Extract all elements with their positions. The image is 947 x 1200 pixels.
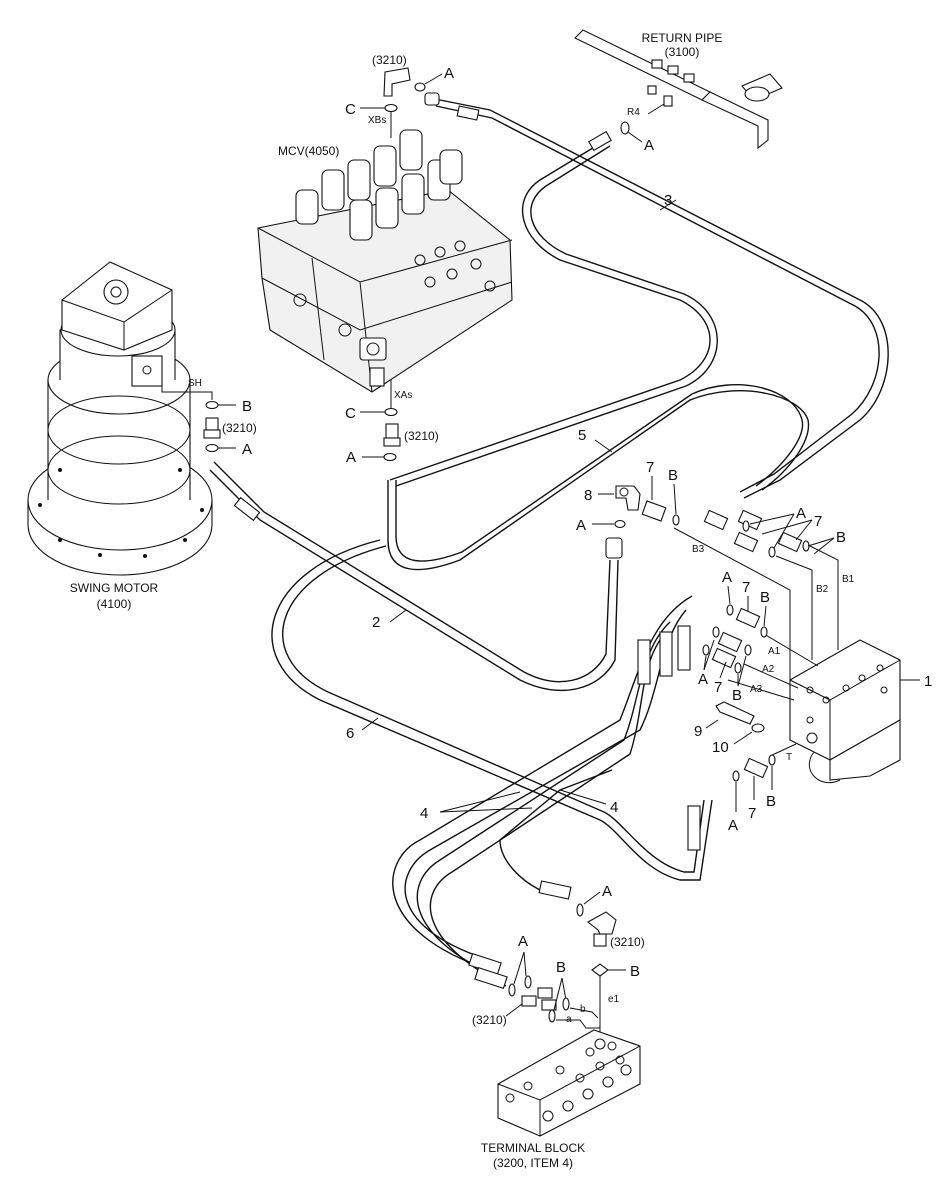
port-e1: e1 — [608, 994, 620, 1005]
port-b-small: b — [580, 1004, 586, 1015]
mcv-xbs-fittings: (3210) A C XBs — [345, 53, 454, 138]
valve-port-leaders: B3 B2 B1 A1 A2 A3 T — [673, 527, 855, 763]
mcv-xas-fittings: XAs C (3210) A — [345, 380, 439, 466]
callout-b-mid: B — [760, 589, 770, 606]
port-r4: R4 — [627, 107, 640, 118]
callout-c-top: C — [345, 101, 356, 118]
terminal-block-label: TERMINAL BLOCK — [481, 1141, 585, 1155]
hose-6: 6 — [271, 539, 713, 881]
callout-b-upper: B — [668, 467, 678, 484]
callout-2: 2 — [372, 614, 380, 631]
callout-7-top: 7 — [646, 459, 654, 476]
terminal-block-code: (3200, ITEM 4) — [493, 1156, 573, 1170]
callout-8: 8 — [584, 487, 592, 504]
callout-a-8: A — [576, 517, 586, 534]
callout-a-motor: A — [242, 441, 252, 458]
callout-5: 5 — [578, 427, 586, 444]
port-t: T — [786, 752, 792, 763]
hose-2: 2 — [209, 461, 623, 692]
valve-fittings: 7 B 8 A A 7 B A 7 B — [576, 459, 846, 834]
swing-motor-sh-fittings: SH B (3210) A — [161, 372, 257, 458]
callout-7-mid: 7 — [742, 579, 750, 596]
terminal-block: TERMINAL BLOCK (3200, ITEM 4) — [481, 1029, 641, 1170]
callout-7-right: 7 — [814, 513, 822, 530]
callout-a-low: A — [698, 671, 708, 688]
hose-4-group: 4 4 — [392, 595, 701, 990]
mcv-valve: MCV(4050) — [257, 129, 513, 393]
ref-3210-top: (3210) — [372, 53, 407, 67]
return-pipe-code: (3100) — [665, 45, 700, 59]
port-b2: B2 — [816, 584, 829, 595]
swing-motor-label: SWING MOTOR — [70, 581, 159, 595]
callout-b-term: B — [630, 963, 640, 980]
callout-a-mcv: A — [346, 449, 356, 466]
callout-a-mid: A — [722, 569, 732, 586]
callout-6: 6 — [346, 725, 354, 742]
hose-5: 5 — [387, 384, 810, 571]
callout-9: 9 — [694, 723, 702, 740]
callout-a-t: A — [728, 817, 738, 834]
callout-a-return: A — [644, 137, 654, 154]
port-a1: A1 — [768, 646, 781, 657]
port-xas: XAs — [394, 390, 412, 401]
hose-mcv-return — [389, 130, 718, 487]
callout-a-right: A — [796, 505, 806, 522]
swing-motor: SWING MOTOR (4100) — [27, 261, 213, 611]
return-pipe: RETURN PIPE (3100) R4 A — [574, 29, 783, 154]
hose-3: 3 — [424, 92, 889, 499]
callout-a-top: A — [444, 65, 454, 82]
swing-motor-code: (4100) — [97, 597, 132, 611]
callout-7-low: 7 — [714, 679, 722, 696]
port-b3: B3 — [692, 544, 705, 555]
callout-b-t: B — [766, 793, 776, 810]
port-sh: SH — [188, 378, 202, 389]
callout-b-term-left: B — [556, 959, 566, 976]
mcv-label: MCV(4050) — [278, 144, 339, 158]
callout-b-right: B — [836, 529, 846, 546]
callout-1: 1 — [924, 673, 932, 690]
callout-b-motor: B — [242, 398, 252, 415]
ref-3210-term: (3210) — [610, 935, 645, 949]
port-a3: A3 — [750, 684, 763, 695]
callout-a-term-left: A — [518, 933, 528, 950]
callout-7-t: 7 — [748, 805, 756, 822]
ref-3210-mcv: (3210) — [404, 429, 439, 443]
callout-4-left: 4 — [420, 805, 428, 822]
callout-4-right: 4 — [610, 799, 618, 816]
callout-c-bottom: C — [345, 405, 356, 422]
callout-10: 10 — [712, 739, 729, 756]
terminal-block-fittings: A (3210) B e1 A (3210) B a b — [472, 883, 645, 1044]
callout-3: 3 — [664, 192, 672, 209]
ref-3210-motor: (3210) — [222, 421, 257, 435]
port-b1: B1 — [842, 574, 855, 585]
port-xbs: XBs — [368, 115, 386, 126]
port-a2: A2 — [762, 664, 775, 675]
return-pipe-label: RETURN PIPE — [642, 31, 723, 45]
ref-3210-term-left: (3210) — [472, 1013, 507, 1027]
callout-b-low: B — [732, 687, 742, 704]
valve-block: 1 — [789, 639, 932, 784]
callout-a-term: A — [602, 883, 612, 900]
